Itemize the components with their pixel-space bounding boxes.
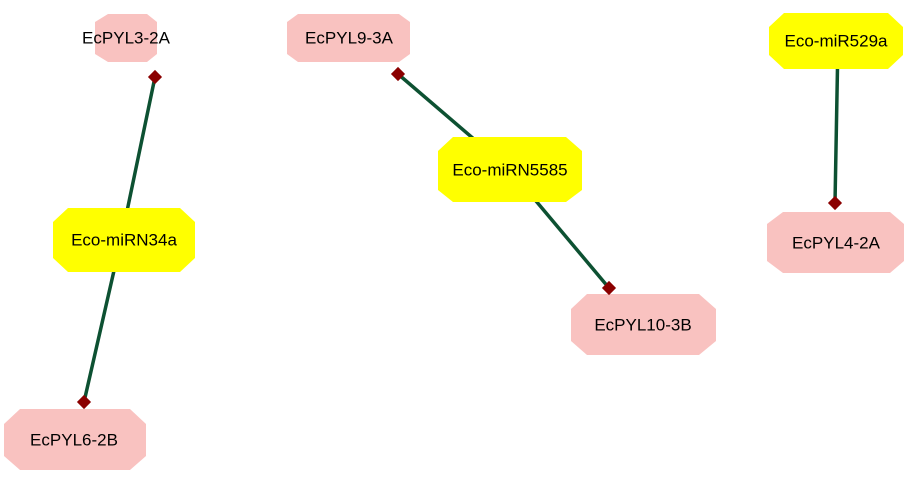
node-ecpyl6-2b[interactable]: EcPYL6-2B (4, 409, 146, 470)
node-ecpyl4-2a[interactable]: EcPYL4-2A (767, 212, 904, 273)
node-shape (95, 14, 157, 62)
node-label: Eco-miRN34a (71, 231, 177, 250)
node-shape (769, 13, 903, 69)
node-label: Eco-miR529a (785, 32, 889, 51)
node-label: EcPYL4-2A (792, 234, 881, 253)
node-ecpyl9-3a[interactable]: EcPYL9-3A (287, 14, 410, 62)
node-ecpyl3-2a[interactable]: EcPYL3-2A (82, 14, 171, 62)
diamond-arrowhead-icon (827, 195, 843, 211)
node-eco-mirn5585[interactable]: Eco-miRN5585 (438, 137, 582, 202)
arrowhead-layer (76, 66, 843, 410)
diamond-arrowhead-icon (76, 394, 92, 410)
node-eco-mir529a[interactable]: Eco-miR529a (769, 13, 903, 69)
node-shape (767, 212, 904, 273)
node-shape (571, 294, 716, 355)
edge-layer (82, 38, 840, 404)
node-shape (287, 14, 410, 62)
node-shape (4, 409, 146, 470)
diamond-arrowhead-icon (390, 66, 406, 82)
node-eco-mirn34a[interactable]: Eco-miRN34a (53, 208, 195, 272)
node-label: EcPYL9-3A (305, 29, 394, 48)
node-label: EcPYL3-2A (82, 29, 171, 48)
node-shape (438, 137, 582, 202)
node-ecpyl10-3b[interactable]: EcPYL10-3B (571, 294, 716, 355)
node-layer: EcPYL3-2A EcPYL9-3A Eco-miR529a Eco-miRN… (4, 13, 904, 470)
node-shape (53, 208, 195, 272)
node-label: EcPYL10-3B (594, 316, 691, 335)
node-label: EcPYL6-2B (30, 431, 118, 450)
diamond-arrowhead-icon (147, 69, 163, 85)
diamond-arrowhead-icon (601, 280, 617, 296)
node-label: Eco-miRN5585 (452, 161, 567, 180)
